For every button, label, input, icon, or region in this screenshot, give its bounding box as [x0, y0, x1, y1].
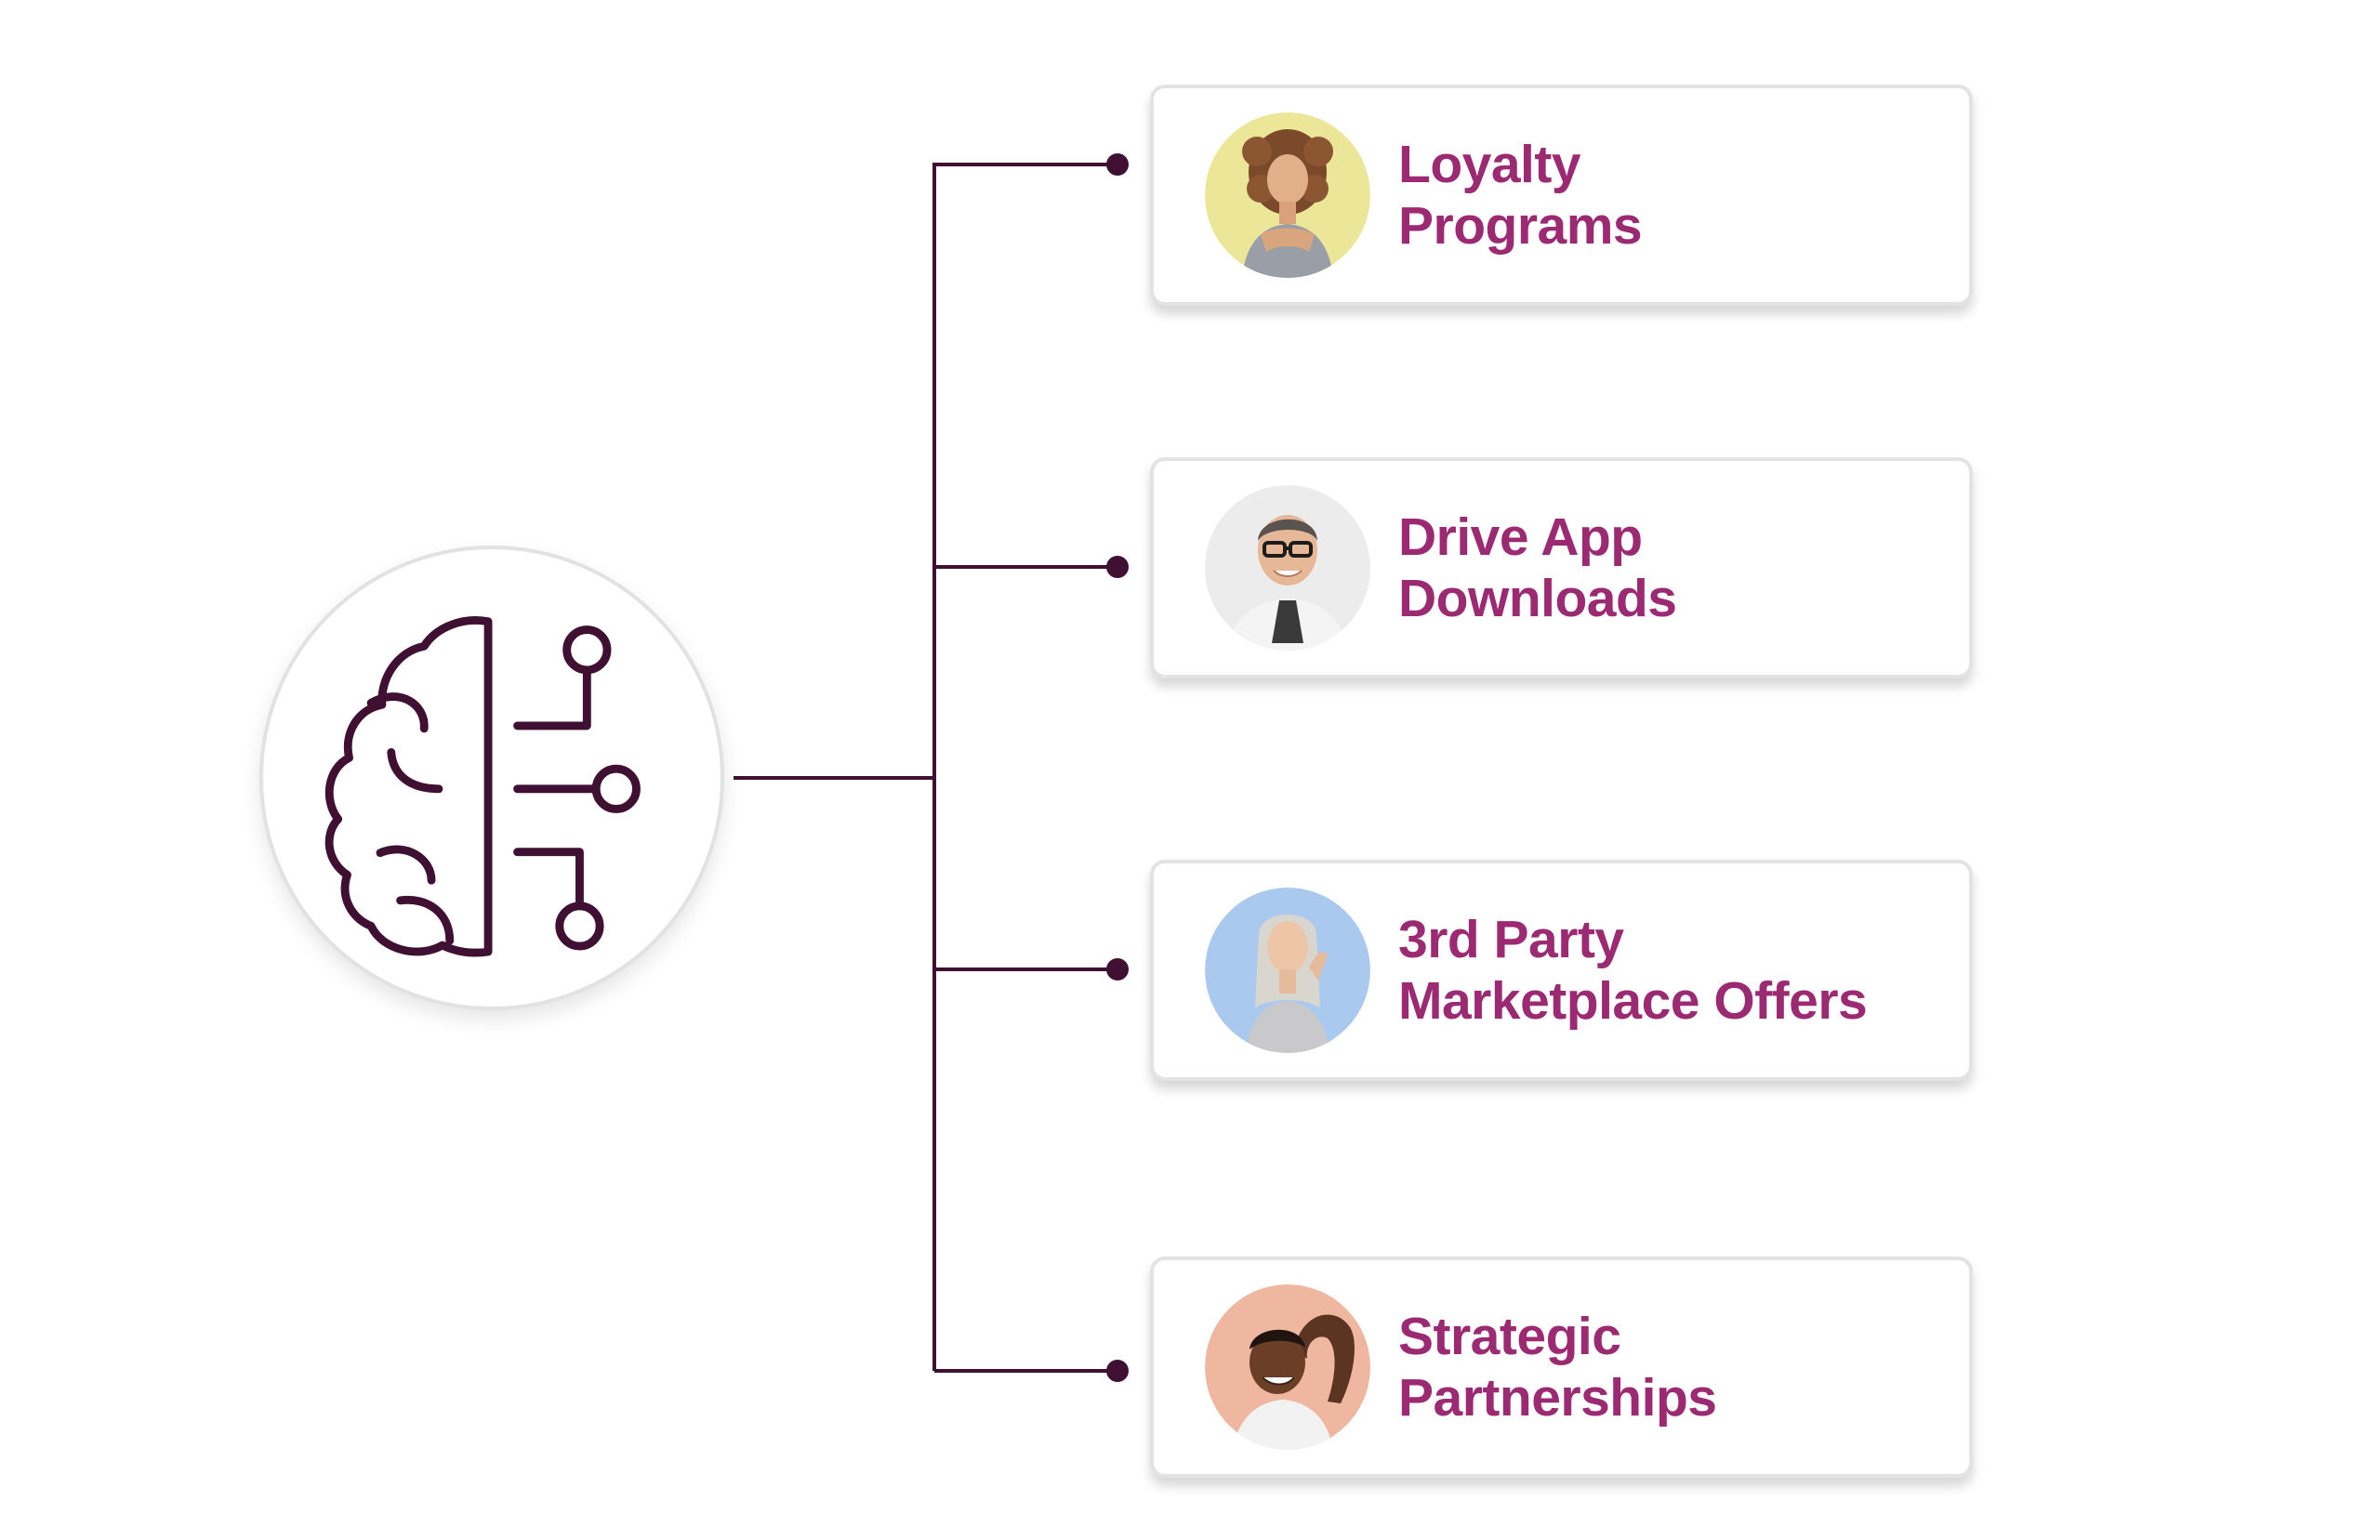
card-loyalty-programs: Loyalty Programs — [1150, 85, 1973, 306]
card-drive-app-downloads: Drive App Downloads — [1150, 457, 1973, 678]
brain-fold-upper — [366, 692, 429, 733]
avatar — [1205, 485, 1370, 651]
brain-fold-lower — [376, 845, 436, 885]
brain-fold-middle — [387, 748, 443, 794]
branch-dot-3 — [1106, 958, 1129, 981]
avatar — [1205, 888, 1370, 1053]
woman-silver-hair-photo — [1205, 888, 1370, 1053]
card-label: Drive App Downloads — [1398, 461, 1950, 675]
label-line-1: Loyalty — [1398, 135, 1581, 194]
card-label: 3rd Party Marketplace Offers — [1398, 863, 1950, 1077]
label-line-1: 3rd Party — [1398, 910, 1624, 969]
branch-dot-2 — [1106, 556, 1129, 578]
circuit-node-upper — [562, 625, 612, 675]
label-line-2: Partnerships — [1398, 1368, 1717, 1428]
circuit-upper — [513, 665, 591, 731]
man-smiling-photo — [1205, 1284, 1370, 1450]
brain-fold-bottom — [396, 895, 455, 945]
label-line-2: Downloads — [1398, 569, 1677, 628]
branch-dot-4 — [1106, 1360, 1129, 1382]
circuit-node-middle — [591, 764, 641, 813]
brain-outline — [324, 616, 493, 957]
circuit-node-lower — [555, 902, 604, 951]
card-3rd-party-marketplace-offers: 3rd Party Marketplace Offers — [1150, 860, 1973, 1081]
label-line-2: Marketplace Offers — [1398, 971, 1868, 1031]
label-line-2: Programs — [1398, 196, 1643, 256]
branch-dot-1 — [1106, 153, 1129, 176]
circuit-lower — [513, 848, 584, 911]
avatar — [1205, 1284, 1370, 1450]
card-strategic-partnerships: Strategic Partnerships — [1150, 1257, 1973, 1478]
hub-circle — [259, 546, 724, 1010]
card-label: Strategic Partnerships — [1398, 1260, 1950, 1474]
man-glasses-photo — [1205, 485, 1370, 651]
avatar — [1205, 112, 1370, 278]
card-label: Loyalty Programs — [1398, 88, 1950, 302]
brain-circuit-icon — [324, 616, 641, 957]
woman-curly-hair-photo — [1205, 112, 1370, 278]
label-line-1: Drive App — [1398, 507, 1643, 567]
label-line-1: Strategic — [1398, 1307, 1621, 1366]
